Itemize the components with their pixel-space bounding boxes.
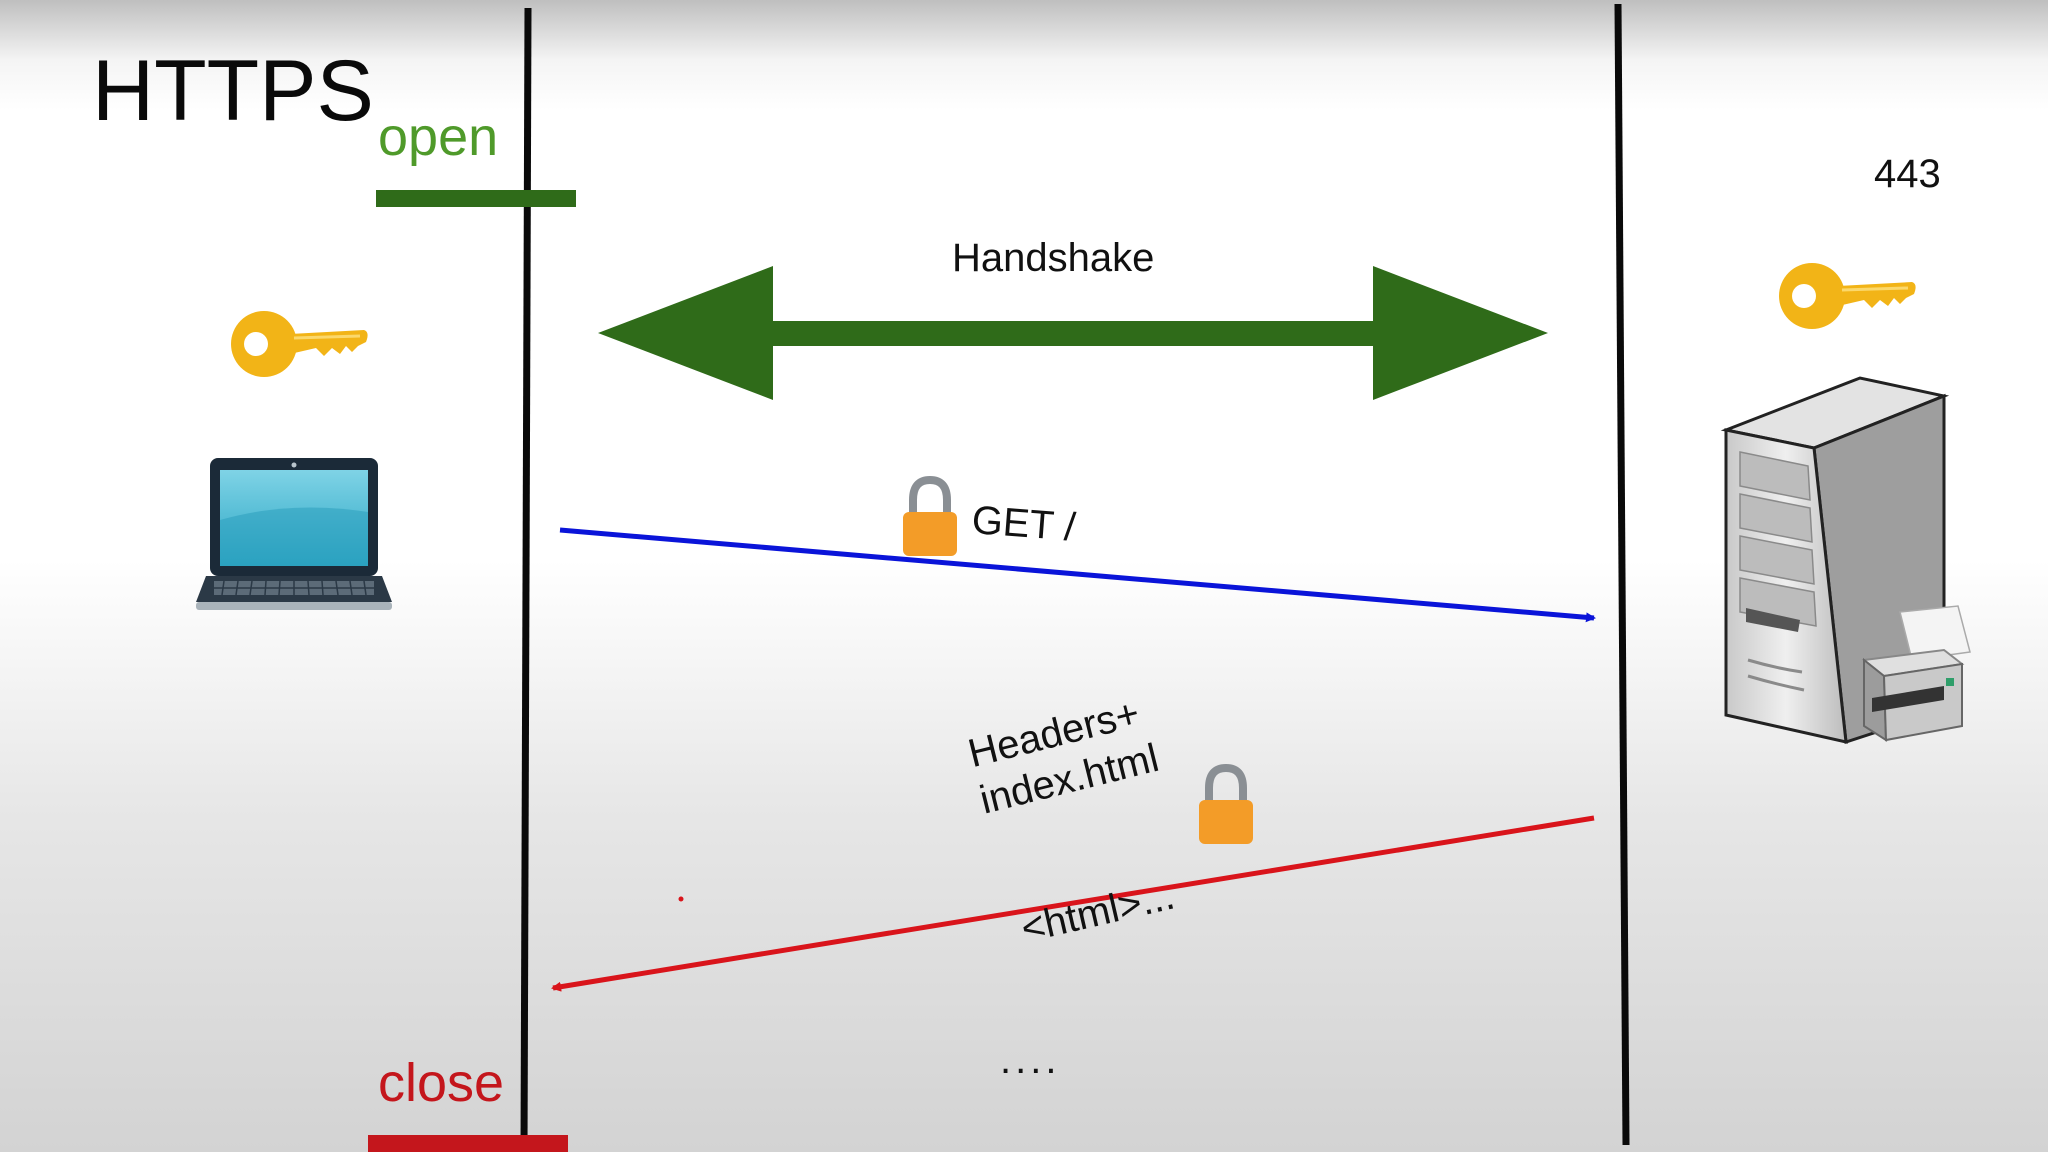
diagram-title: HTTPS [92, 43, 374, 139]
request-arrow [559, 527, 1596, 623]
laptop-icon [196, 458, 392, 610]
server-icon [1720, 376, 1950, 744]
stray-dot [678, 896, 684, 902]
handshake-arrow [598, 266, 1548, 400]
response-arrow [551, 815, 1595, 992]
key-icon [1779, 263, 1916, 329]
close-bar [368, 1135, 568, 1152]
request-label: GET / [970, 498, 1078, 550]
lock-icon [903, 475, 957, 556]
port-label: 443 [1874, 152, 1941, 196]
continuation-label: .... [1000, 1038, 1061, 1082]
close-label: close [378, 1053, 505, 1113]
server-timeline [1614, 3, 1630, 1146]
key-icon [231, 311, 368, 377]
open-label: open [378, 107, 499, 167]
client-timeline [520, 7, 532, 1152]
open-bar [376, 190, 576, 207]
lock-icon [1199, 763, 1253, 844]
handshake-label: Handshake [952, 236, 1155, 280]
printer-icon [1861, 605, 1971, 742]
